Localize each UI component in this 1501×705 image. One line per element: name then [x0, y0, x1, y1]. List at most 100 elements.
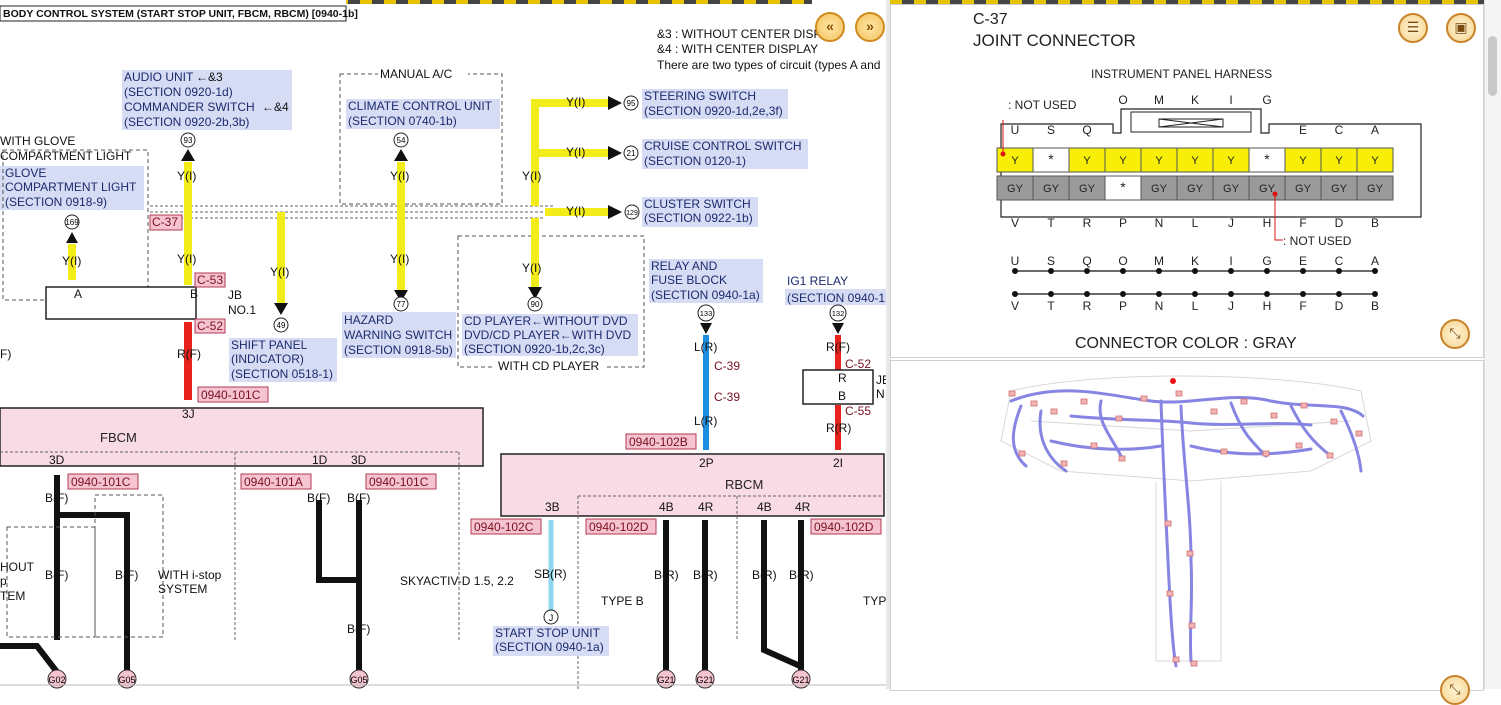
fbcm-label: FBCM: [100, 430, 137, 445]
ref-0940-101a: 0940-101A: [244, 475, 303, 489]
jb2-pin-b: B: [838, 389, 846, 403]
dvd-player-label: DVD/CD PLAYER←WITH DVD: [464, 328, 631, 342]
wire-climate: Y(I): [390, 169, 409, 183]
scrollbar[interactable]: [1484, 0, 1501, 689]
cavity-letter-top: I: [1229, 93, 1232, 107]
wire-ig1-rr: R(R): [826, 421, 851, 435]
cavity-letter-row2: F: [1299, 216, 1306, 230]
cavity-color-code: Y: [1227, 155, 1235, 167]
hazard-section: (SECTION 0918-5b): [344, 343, 453, 357]
note-3: &3 : WITHOUT CENTER DISPLAY: [657, 27, 843, 41]
wire-br-b: B(R): [693, 568, 718, 582]
cavity-letter-row2: D: [1335, 216, 1344, 230]
bus-node: [1012, 291, 1018, 297]
wire-g05-a: B(F): [115, 568, 138, 582]
cavity-color-code: Y: [1119, 155, 1127, 167]
ground-g05-b: G05: [350, 675, 367, 685]
bus-node: [1300, 291, 1306, 297]
ref-0940-102d-a: 0940-102D: [589, 520, 649, 534]
hazard-stripe: [890, 0, 1484, 4]
cavity-cell: [1068, 175, 1106, 201]
panel-divider[interactable]: [886, 0, 891, 689]
wire-audio: Y(I): [177, 169, 196, 183]
cavity-cell: [1284, 175, 1322, 201]
rbcm-pin-4b-a: 4B: [659, 500, 674, 514]
expand-button-2[interactable]: ⤡: [1440, 675, 1470, 705]
bus-letter: N: [1155, 299, 1164, 313]
type-b-label: TYPE B: [601, 594, 644, 608]
cavity-color-code: Y: [1299, 155, 1307, 167]
commander-ref: ←&4: [262, 100, 289, 114]
wire-audio-2: Y(I): [177, 252, 196, 266]
cruise-label: CRUISE CONTROL SWITCH: [644, 139, 802, 153]
cavity-color-code: Y: [1155, 155, 1163, 167]
wire-fbcm-power: R(F): [177, 347, 201, 361]
node-49: 49: [277, 321, 286, 330]
image-button[interactable]: ▣: [1446, 13, 1476, 43]
wire-cd-upper: Y(I): [522, 169, 541, 183]
wire-1d: B(F): [307, 491, 330, 505]
without-istop-3: TEM: [0, 589, 25, 603]
connector-c39-b: C-39: [714, 390, 740, 404]
scrollbar-thumb[interactable]: [1488, 36, 1497, 96]
bus-node: [1372, 291, 1378, 297]
cavity-color-code: GY: [1295, 183, 1312, 195]
wire-lr-b: L(R): [694, 414, 717, 428]
cavity-letter-row2: H: [1263, 216, 1272, 230]
menu-button[interactable]: ☰: [1398, 13, 1428, 43]
start-stop-label: START STOP UNIT: [495, 626, 601, 640]
double-chevron-right-icon: »: [866, 18, 874, 34]
wire-ig1: R(F): [826, 340, 850, 354]
hazard-label: HAZARD: [344, 313, 394, 327]
cavity-cell: [1140, 147, 1178, 173]
bus-node: [1228, 268, 1234, 274]
bus-letter: G: [1262, 254, 1271, 268]
rbcm-pin-2i: 2I: [833, 456, 843, 470]
expand-button[interactable]: ⤡: [1440, 319, 1470, 349]
cavity-cell: [1356, 147, 1394, 173]
bus-letter: S: [1047, 254, 1055, 268]
bus-node: [1012, 268, 1018, 274]
cavity-cell: [1140, 175, 1178, 201]
double-chevron-left-icon: «: [826, 18, 834, 34]
wire-cd: Y(I): [522, 261, 541, 275]
node-77: 77: [397, 300, 406, 309]
bus-node: [1336, 268, 1342, 274]
relay-label-2: FUSE BLOCK: [651, 273, 727, 287]
cavity-cell: [1248, 175, 1286, 201]
bus-letter: M: [1154, 254, 1164, 268]
bus-node: [1372, 268, 1378, 274]
cavity-color-code: *: [1264, 151, 1270, 167]
wire-start-stop: SB(R): [534, 567, 567, 581]
ground-g05-a: G05: [118, 675, 135, 685]
wire-hazard: Y(I): [390, 252, 409, 266]
node-95: 95: [627, 99, 636, 108]
cavity-color-code: GY: [1079, 183, 1096, 195]
cavity-color-code: GY: [1259, 183, 1276, 195]
climate-section: (SECTION 0740-1b): [348, 114, 457, 128]
cd-player-label: CD PLAYER←WITHOUT DVD: [464, 314, 628, 328]
harness-label: INSTRUMENT PANEL HARNESS: [1091, 67, 1272, 81]
prev-page-button[interactable]: «: [815, 12, 845, 42]
ref-0940-102b: 0940-102B: [629, 435, 688, 449]
cavity-letter-row1: U: [1011, 123, 1020, 137]
diagram-title-box: [0, 5, 347, 22]
next-page-button[interactable]: »: [855, 12, 885, 42]
with-istop-label-2: SYSTEM: [158, 582, 207, 596]
connector-code: C-37: [973, 11, 1008, 28]
bus-letter: C: [1335, 254, 1344, 268]
connector-c37-label: C-37: [152, 215, 178, 229]
cavity-letter-row1: A: [1371, 123, 1379, 137]
connector-c52-b: C-52: [845, 357, 871, 371]
cavity-color-code: Y: [1335, 155, 1343, 167]
ref-0940-101c-a: 0940-101C: [71, 475, 131, 489]
node-132: 132: [832, 309, 845, 318]
fbcm-pin-3d-b: 3D: [351, 453, 367, 467]
bus-letter: V: [1011, 299, 1019, 313]
jb1-label: JB: [228, 288, 242, 302]
cavity-letter-row1: S: [1047, 123, 1055, 137]
cavity-color-code: Y: [1011, 155, 1019, 167]
glove-light-section: (SECTION 0918-9): [5, 195, 107, 209]
cavity-cell: [996, 175, 1034, 201]
cluster-label: CLUSTER SWITCH: [644, 197, 751, 211]
